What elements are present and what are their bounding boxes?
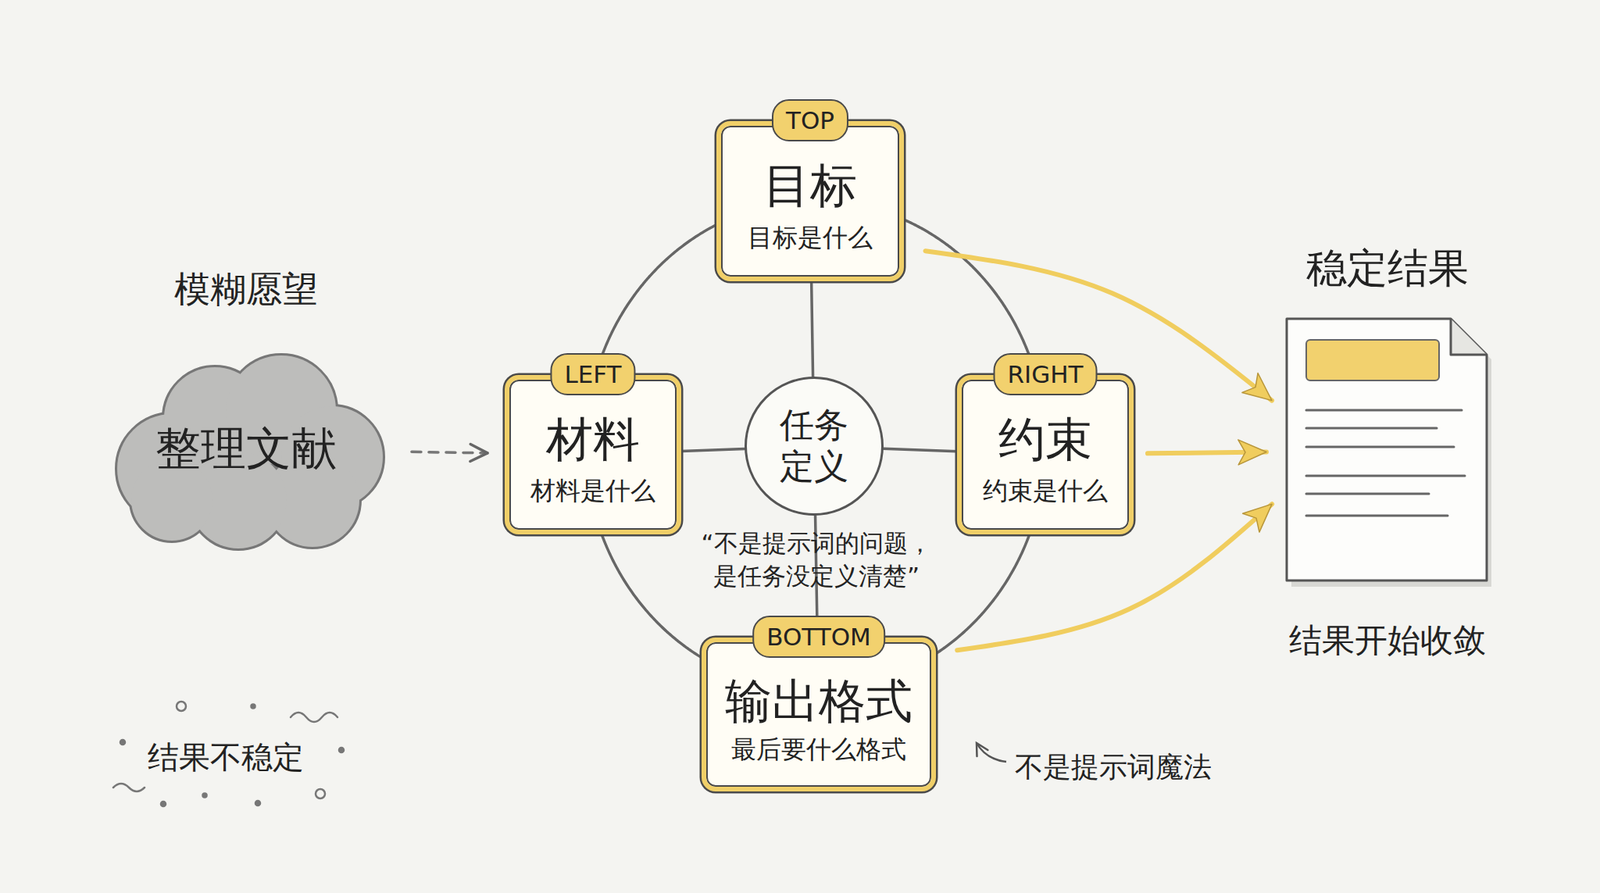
leader-arrow — [976, 742, 1007, 762]
result-document: 稳定结果结果开始收敛 — [1280, 234, 1495, 672]
box-title: 约束 — [961, 412, 1129, 467]
noise-dot — [255, 800, 261, 806]
noise-dot — [120, 739, 125, 745]
ring-arc — [596, 225, 716, 374]
noise-wave — [290, 712, 338, 722]
box-subtitle: 目标是什么 — [721, 222, 900, 253]
spoke-line — [883, 448, 958, 451]
tag-label: TOP — [771, 99, 849, 142]
page-fold — [1450, 318, 1487, 355]
noise-dot — [203, 793, 208, 798]
dashed-arrow — [411, 451, 488, 454]
tag-label: LEFT — [550, 353, 636, 396]
tag-label: BOTTOM — [752, 615, 886, 658]
text-line — [1306, 475, 1465, 478]
element-box: LEFT材料材料是什么 — [504, 375, 682, 535]
box-title: 目标 — [721, 158, 900, 213]
unstable-note: 结果不稳定 — [147, 735, 336, 779]
box-title: 材料 — [509, 412, 677, 467]
quote-note: “不是提示词的问题， 是任务没定义清楚” — [683, 527, 950, 593]
box-subtitle: 最后要什么格式 — [706, 734, 932, 765]
noise-dot — [251, 704, 256, 709]
shape-text: 整理文献 — [97, 339, 395, 559]
spoke-line — [681, 448, 745, 451]
document-header-bar — [1306, 339, 1440, 381]
connector-group — [411, 219, 1272, 657]
box-subtitle: 材料是什么 — [509, 475, 677, 506]
tag-label: RIGHT — [993, 353, 1098, 396]
text-line — [1306, 409, 1462, 412]
shape-heading: 稳定结果 — [1280, 243, 1495, 293]
ring-arc — [936, 535, 1029, 654]
core-circle: 任务 定义 — [744, 376, 884, 516]
ring-arc — [903, 219, 1036, 374]
spoke-line — [811, 281, 814, 377]
box-subtitle: 约束是什么 — [961, 475, 1129, 506]
document-shape — [1280, 314, 1495, 587]
element-box: TOP目标目标是什么 — [716, 121, 904, 282]
text-line — [1306, 427, 1437, 430]
result-arrow — [1147, 451, 1267, 454]
wish-cloud: 模糊愿望整理文献 — [97, 261, 395, 567]
text-line — [1306, 514, 1448, 518]
shape-text: 任务 定义 — [775, 404, 854, 488]
text-line — [1306, 446, 1454, 449]
element-box: RIGHT约束约束是什么 — [957, 375, 1134, 535]
noise-marks — [113, 701, 344, 807]
magic-note: 不是提示词魔法 — [1014, 748, 1250, 787]
element-box: BOTTOM输出格式最后要什么格式 — [701, 637, 936, 792]
ring-arc — [602, 535, 700, 657]
text-line — [1306, 492, 1429, 496]
shape-heading: 模糊愿望 — [97, 267, 395, 311]
noise-dot — [339, 747, 344, 753]
noise-circle — [176, 701, 186, 711]
box-title: 输出格式 — [706, 674, 932, 729]
noise-circle — [315, 789, 325, 799]
document-page — [1286, 318, 1487, 581]
document-icon — [1280, 314, 1495, 587]
document-caption: 结果开始收敛 — [1280, 621, 1495, 661]
noise-dot — [160, 801, 166, 807]
noise-wave — [113, 783, 145, 792]
